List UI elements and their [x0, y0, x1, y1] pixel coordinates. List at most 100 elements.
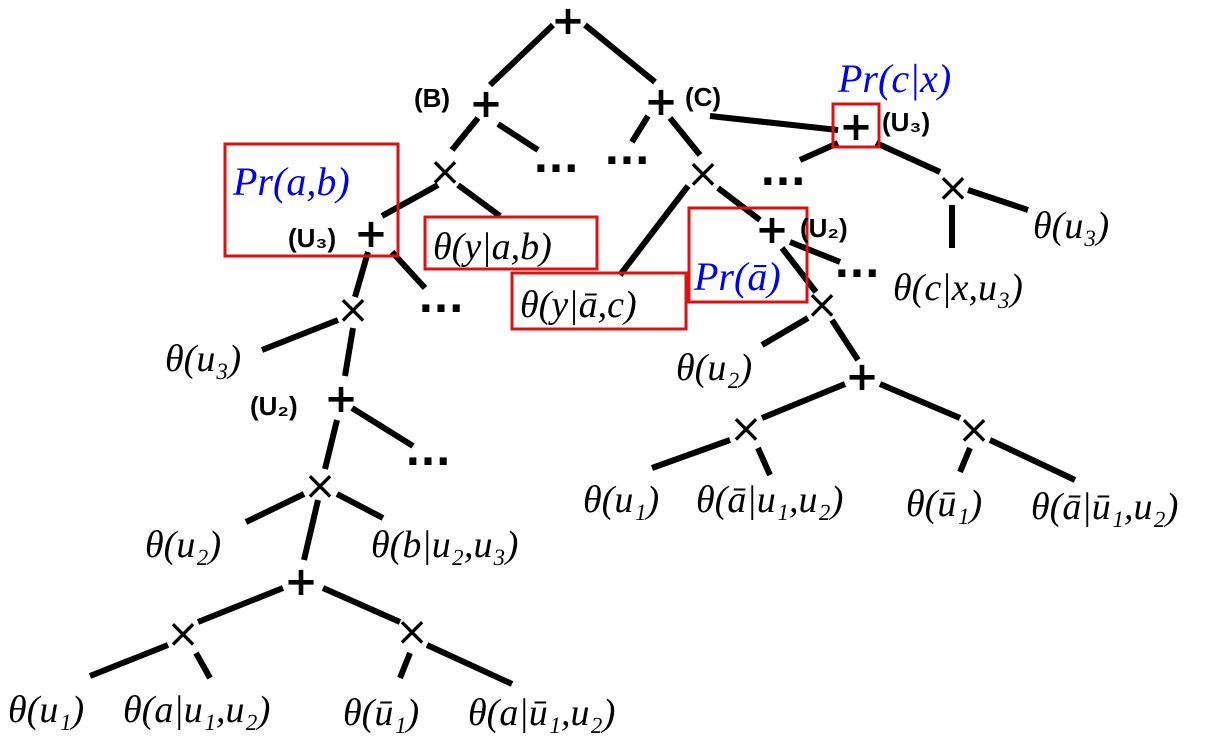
edge — [456, 182, 502, 219]
edge — [449, 116, 481, 152]
edge — [389, 249, 428, 291]
edge — [779, 246, 819, 294]
tag-u2-left: (U₂) — [250, 391, 298, 421]
sum-node-right-lower: + — [845, 354, 879, 400]
edge — [709, 113, 839, 133]
ellipsis-b: ... — [533, 136, 579, 182]
edge — [260, 317, 340, 353]
highlight-box-pr-c-x — [831, 102, 881, 149]
edge — [335, 491, 385, 521]
ellipsis-u2-left: ... — [405, 429, 451, 475]
edge — [321, 585, 402, 625]
edge — [760, 381, 847, 421]
edge — [716, 185, 762, 223]
product-node-u3-right: × — [936, 165, 970, 211]
tag-u2-right: (U₂) — [800, 213, 848, 243]
label-theta-nota-notu1u2-right: θ(ā|ū₁,u₂) — [1031, 486, 1178, 528]
label-theta-u1-right: θ(u₁) — [583, 479, 659, 521]
edge — [88, 642, 170, 679]
highlight-box-pr-a-b — [223, 142, 400, 258]
sum-node-left-lower: + — [284, 559, 318, 605]
sum-node-u3-left: + — [354, 211, 388, 257]
edge — [957, 446, 973, 474]
edge — [617, 184, 691, 277]
edge — [196, 585, 285, 625]
product-node-b: × — [428, 149, 462, 195]
highlight-boxes — [223, 102, 881, 331]
edge — [244, 491, 306, 525]
edge — [301, 499, 321, 561]
edge — [397, 651, 413, 680]
product-node-left-1: × — [166, 611, 200, 657]
circuit-edges — [88, 22, 1077, 687]
sum-node-c: + — [644, 79, 678, 125]
tag-c: (C) — [685, 82, 721, 112]
edge — [650, 437, 732, 471]
ellipsis-u3-right: ... — [760, 149, 806, 195]
tag-b: (B) — [414, 83, 450, 113]
label-pr-not-a: Pr(ā) — [693, 254, 781, 299]
product-node-right-2: × — [957, 407, 991, 453]
product-node-u2-left: × — [303, 463, 337, 509]
label-pr-a-b: Pr(a,b) — [232, 159, 350, 204]
edge — [352, 251, 371, 298]
label-theta-u3-left: θ(u₃) — [165, 338, 241, 380]
sum-node-root: + — [551, 0, 585, 44]
label-theta-notu1-right: θ(ū₁) — [906, 483, 982, 525]
edge — [425, 642, 514, 687]
product-node-left-2: × — [395, 609, 429, 655]
tag-u3-right: (U₃) — [882, 107, 930, 137]
edge — [342, 327, 356, 377]
highlight-box-theta-y-nota-c — [510, 271, 688, 331]
edge — [667, 116, 703, 157]
label-theta-nota-u1u2-right: θ(ā|u₁,u₂) — [696, 479, 843, 521]
highlight-box-theta-y-ab — [423, 215, 599, 271]
edge — [583, 22, 657, 85]
edge — [874, 140, 942, 175]
edge — [193, 651, 213, 680]
product-node-u2-right: × — [805, 282, 839, 328]
edge — [967, 187, 1029, 213]
sum-node-u2-right: + — [755, 207, 789, 253]
sum-node-b: + — [469, 81, 503, 127]
product-node-c: × — [686, 151, 720, 197]
ellipsis-markers: ... ... ... ... ... ... — [405, 128, 880, 475]
node-tags: (B) (C) (U₃) (U₃) (U₂) (U₂) — [250, 82, 930, 421]
label-theta-u2-right: θ(u₂) — [676, 347, 752, 389]
label-theta-u2-left: θ(u₂) — [145, 524, 221, 566]
label-theta-a-notu1u2: θ(a|ū₁,u₂) — [468, 692, 615, 734]
ellipsis-u3-left: ... — [418, 276, 464, 322]
edge — [788, 239, 842, 265]
edge — [496, 121, 540, 153]
sum-node-u3-right: + — [839, 104, 873, 150]
label-theta-y-ab: θ(y|a,b) — [433, 226, 552, 268]
product-node-u3-left: × — [336, 287, 370, 333]
edge — [829, 318, 861, 362]
edge — [322, 419, 340, 470]
highlight-box-pr-not-a — [687, 206, 809, 304]
ellipsis-u2-right: ... — [834, 241, 880, 287]
label-theta-b-u2u3: θ(b|u₂,u₃) — [371, 524, 518, 566]
edge — [629, 114, 651, 144]
label-theta-notu1-left: θ(ū₁) — [343, 692, 419, 734]
product-node-right-1: × — [729, 406, 763, 452]
label-theta-c-x-u3: θ(c|x,u₃) — [893, 267, 1023, 309]
label-theta-u1-left: θ(u₁) — [8, 689, 84, 731]
label-theta-a-u1u2: θ(a|u₁,u₂) — [123, 689, 270, 731]
probability-labels: Pr(c|x) Pr(a,b) Pr(ā) — [232, 56, 951, 299]
tag-u3-left: (U₃) — [288, 223, 336, 253]
edge — [760, 315, 810, 348]
label-theta-y-nota-c: θ(y|ā,c) — [520, 284, 637, 326]
edge — [487, 22, 556, 88]
label-theta-u3-right: θ(u₃) — [1033, 205, 1109, 247]
edge — [755, 446, 773, 477]
edge — [380, 182, 440, 219]
product-nodes: × × × × × × × × × × — [166, 149, 991, 657]
edge — [350, 405, 415, 449]
label-pr-c-given-x: Pr(c|x) — [837, 56, 951, 101]
edge — [988, 437, 1077, 483]
edge — [878, 381, 962, 421]
sum-nodes: + + + + + + + + + — [284, 0, 879, 605]
parameter-labels: θ(y|a,b) θ(y|ā,c) θ(u₃) θ(c|x,u₃) θ(u₃) … — [8, 205, 1178, 734]
